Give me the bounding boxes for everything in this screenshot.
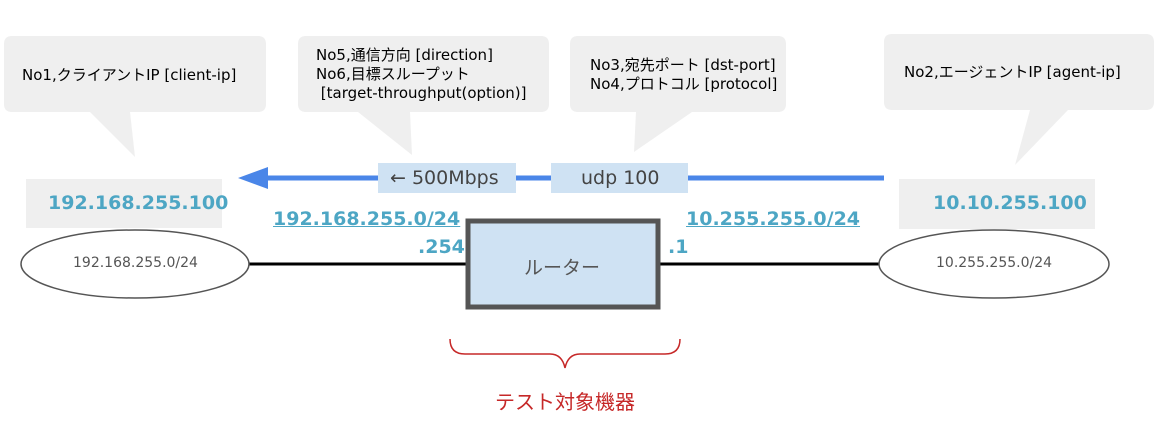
agent-ip-box	[899, 179, 1095, 229]
target-brace	[449, 338, 681, 369]
left-network-label: 192.168.255.0/24	[73, 255, 198, 271]
router-box	[465, 218, 661, 310]
traffic-arrow-head	[238, 167, 268, 189]
callout-agent-text: No2,エージェントIP [agent-ip]	[904, 63, 1121, 81]
callout-client	[4, 36, 266, 157]
agent-ip-label: 10.10.255.100	[933, 192, 1087, 214]
protocol-box	[551, 163, 688, 193]
callout-port-text: No3,宛先ポート [dst-port] No4,プロトコル [protocol…	[590, 56, 778, 93]
router-label: ルーター	[524, 257, 601, 279]
right-interface-label: .1	[668, 236, 689, 258]
callout-port	[570, 36, 786, 152]
callout-direction	[298, 36, 549, 155]
target-device-label: テスト対象機器	[495, 390, 635, 414]
client-ip-label: 192.168.255.100	[48, 192, 229, 214]
protocol-port-label: udp 100	[581, 167, 660, 189]
right-network-label: 10.255.255.0/24	[936, 255, 1053, 271]
right-network-ellipse	[878, 229, 1110, 299]
right-subnet-label: 10.255.255.0/24	[686, 208, 861, 230]
throughput-box	[378, 163, 516, 193]
left-interface-label: .254	[418, 236, 465, 258]
client-ip-box	[26, 179, 222, 228]
callout-direction-text: No5,通信方向 [direction] No6,目標スループット [targe…	[316, 46, 527, 102]
left-network-ellipse	[20, 229, 250, 299]
callout-client-text: No1,クライアントIP [client-ip]	[22, 66, 237, 84]
callout-agent	[884, 34, 1154, 165]
throughput-label: ← 500Mbps	[390, 167, 499, 189]
left-subnet-label: 192.168.255.0/24	[273, 208, 461, 230]
